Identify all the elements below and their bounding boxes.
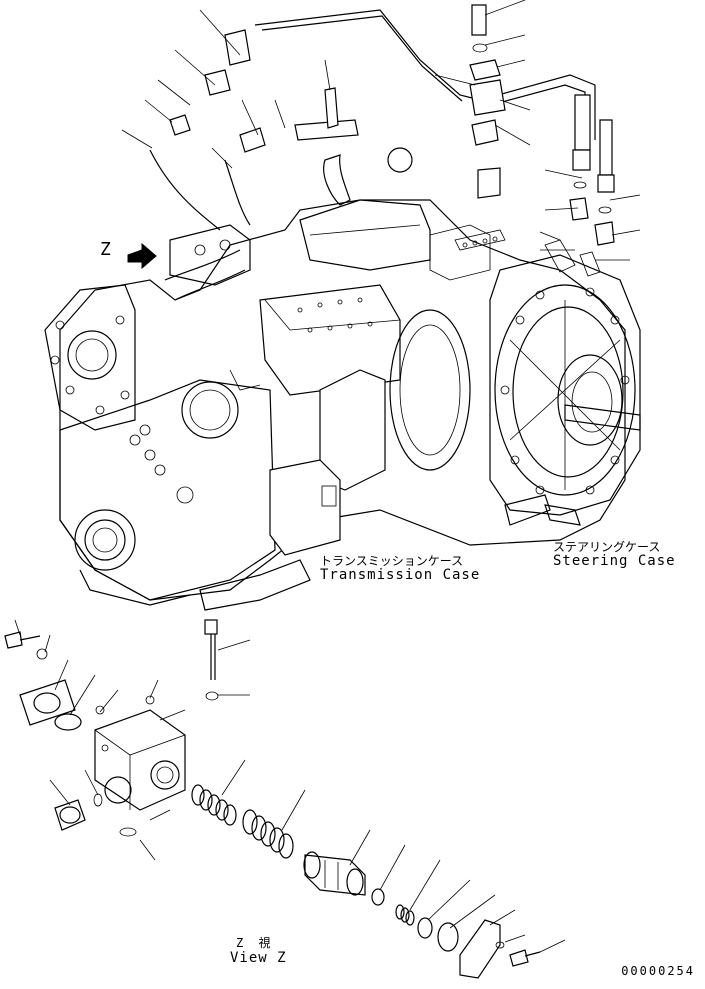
transmission-case-drawing	[44, 147, 626, 611]
view-z-marker: Z	[100, 239, 112, 260]
view-z-arrow-icon	[127, 242, 157, 270]
transmission-case-label-jp: トランスミッションケース	[320, 554, 464, 568]
view-z-label-en: View Z	[230, 950, 287, 966]
view-z-label-jp: Z 視	[236, 936, 271, 950]
view-z-parts-drawing	[4, 619, 541, 979]
leader-lines-upper	[121, 0, 641, 261]
piping-drawing	[149, 4, 615, 277]
document-number: 00000254	[621, 964, 695, 978]
steering-case-label-en: Steering Case	[553, 553, 676, 569]
transmission-case-label-en: Transmission Case	[320, 567, 481, 583]
leader-lines-lower	[14, 619, 566, 953]
steering-case-drawing	[489, 254, 641, 526]
steering-case-label-jp: ステアリングケース	[553, 540, 661, 554]
